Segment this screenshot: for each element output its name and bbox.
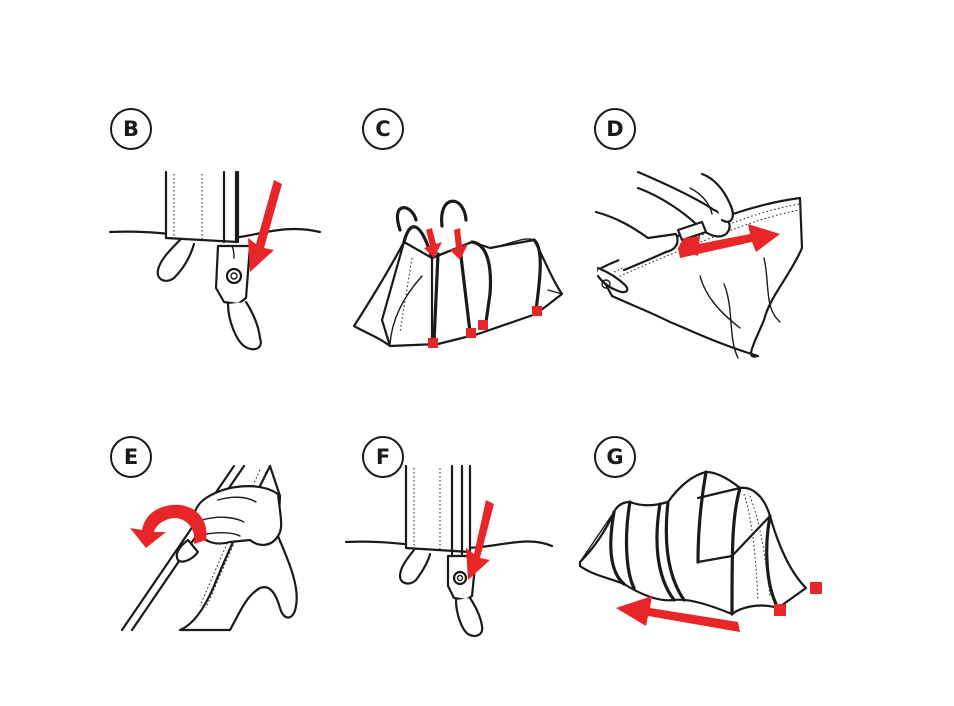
step-e-panel: E <box>110 436 350 706</box>
down-arrow-icon <box>248 180 282 272</box>
step-b-panel: B <box>110 108 350 378</box>
second-stake-illustration <box>344 436 584 706</box>
tent-tensioning-illustration <box>594 436 834 706</box>
step-c-panel: C <box>362 108 602 378</box>
step-d-panel: D <box>594 108 834 378</box>
step-g-panel: G <box>594 436 834 706</box>
stake-point-marker <box>810 582 822 594</box>
step-f-panel: F <box>344 436 584 706</box>
stake-insertion-illustration <box>110 108 350 378</box>
rotate-arrow-icon <box>130 505 207 548</box>
stake-point-marker <box>466 328 476 338</box>
stake-point-marker <box>774 604 786 616</box>
zipper-illustration <box>594 108 834 378</box>
pole-tension-illustration <box>110 436 350 706</box>
pole-clip-illustration <box>362 108 602 378</box>
stake-point-marker <box>478 320 488 330</box>
stake-point-marker <box>428 338 438 348</box>
stake-point-marker <box>532 306 542 316</box>
